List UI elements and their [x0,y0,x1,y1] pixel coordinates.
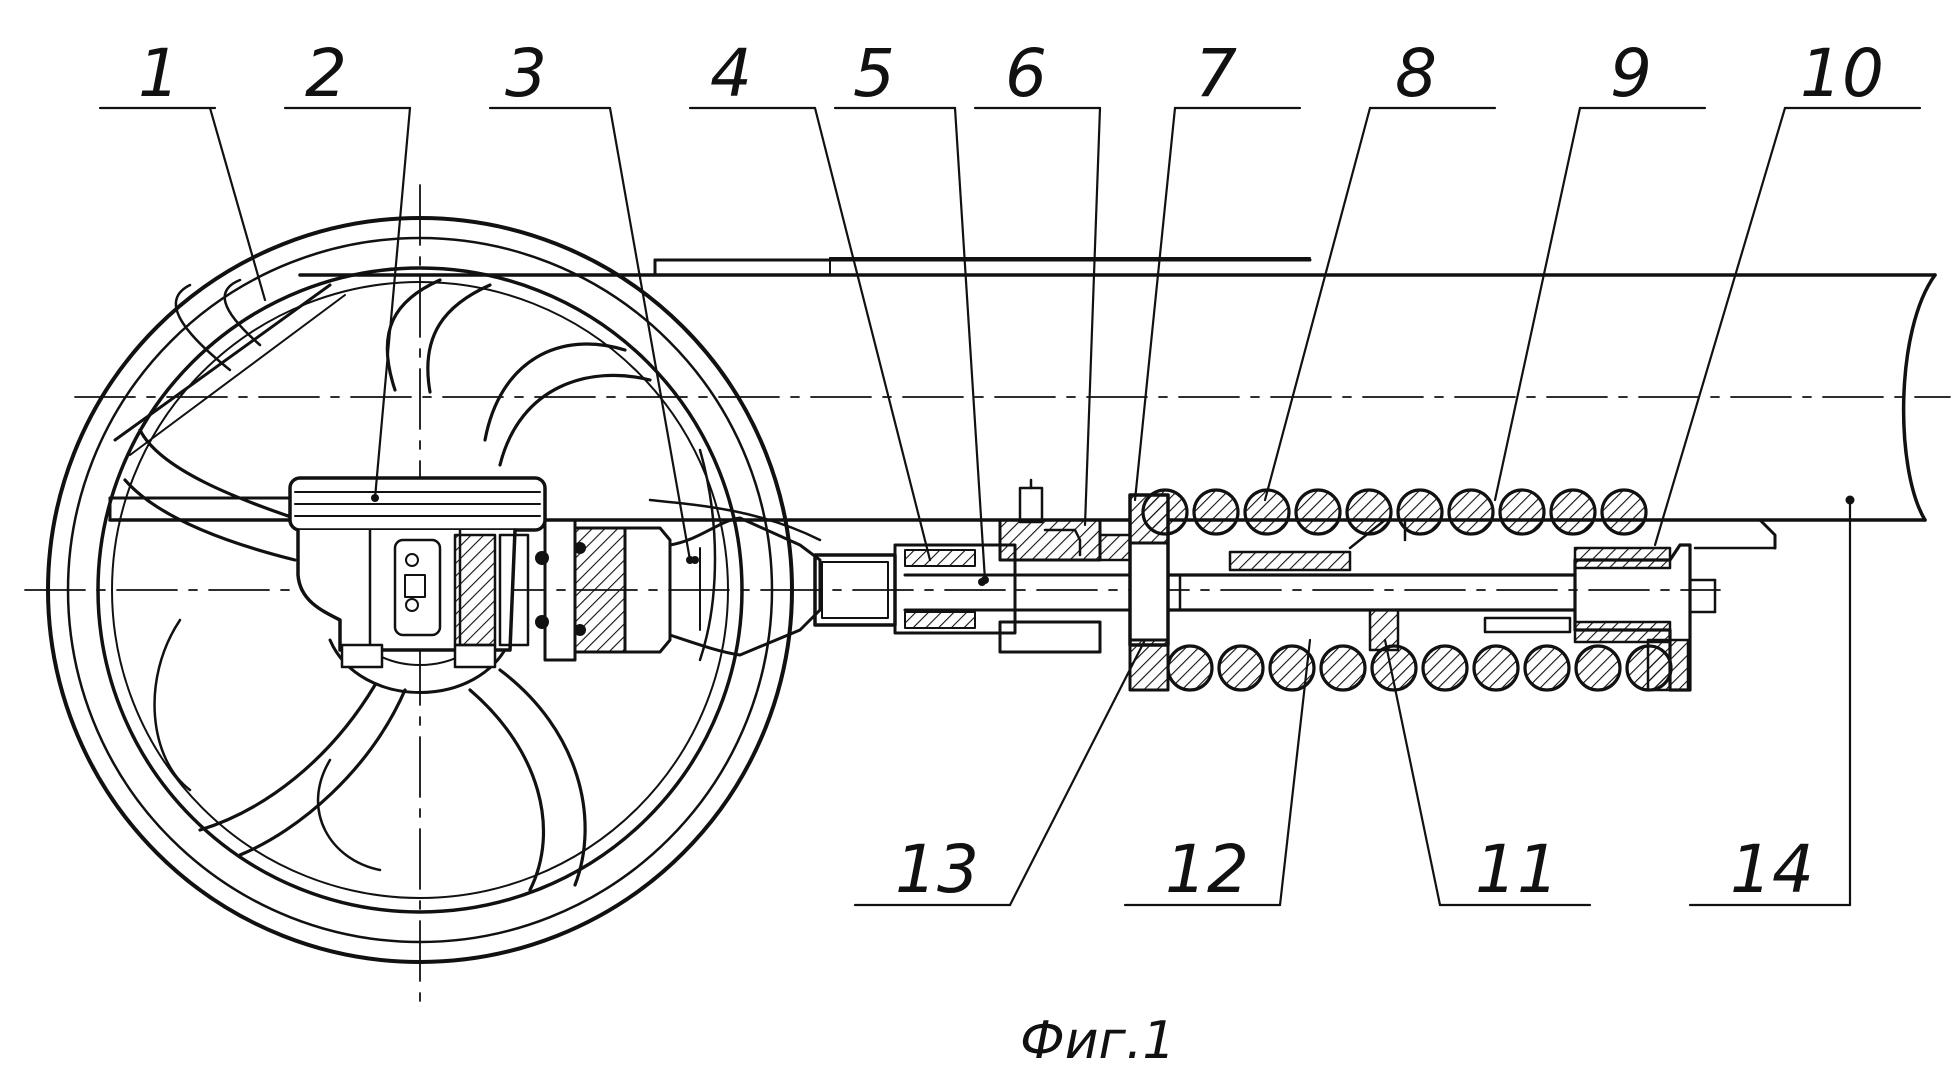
callout-9: 9 [1610,35,1652,112]
callout-8: 8 [1395,35,1437,112]
callout-2: 2 [305,35,347,112]
leader-lines-bottom [853,498,1852,907]
callout-7: 7 [1195,35,1237,112]
shaft-tube [813,543,1187,635]
callout-13: 13 [895,831,979,908]
figure-caption: Фиг.1 [1020,1011,1176,1071]
callout-4: 4 [710,35,752,112]
callouts-top: 1 2 3 4 5 6 7 8 9 10 [138,35,1884,112]
callout-10: 10 [1800,35,1884,112]
clamp-bolt [998,478,1142,654]
spring-pack [1128,488,1673,692]
leader-lines-top [98,106,1922,582]
axle-box [288,476,549,669]
end-cap [1573,543,1717,692]
rod-end [543,498,822,662]
leader-dots [371,494,1855,584]
callout-12: 12 [1165,831,1249,908]
callouts-bottom: 13 12 11 14 [895,831,1814,908]
callout-11: 11 [1475,831,1559,908]
callout-1: 1 [138,35,180,112]
callout-14: 14 [1730,831,1814,908]
callout-6: 6 [1005,35,1047,112]
callout-3: 3 [505,35,547,112]
callout-5: 5 [853,35,895,112]
